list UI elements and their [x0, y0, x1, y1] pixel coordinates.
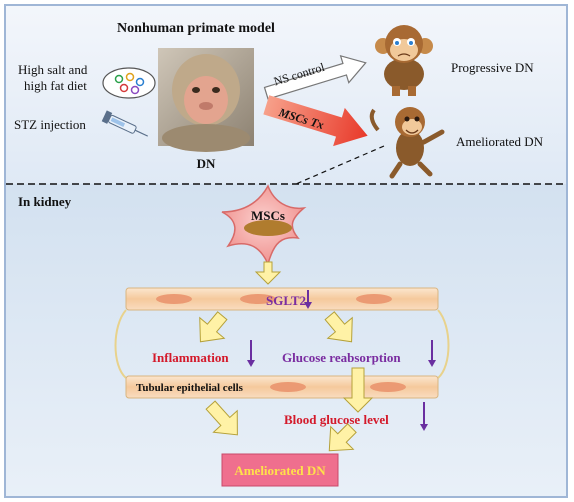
msc-nucleus	[244, 220, 292, 236]
cartoon-monkey-happy-icon	[369, 107, 445, 179]
cartoon-monkey-sad-icon	[375, 25, 433, 96]
blood-glucose-label: Blood glucose level	[284, 412, 389, 427]
outcome-label: Ameliorated DN	[234, 463, 326, 478]
diet-label-line2: high fat diet	[24, 78, 87, 93]
outcome-box	[221, 453, 339, 487]
top-panel	[6, 6, 566, 184]
glucose-down-arrowhead	[428, 360, 436, 367]
blood-glucose-down-arrowhead	[420, 424, 428, 431]
arrow-glucose-to-blood	[342, 367, 374, 413]
zoom-line	[295, 145, 385, 185]
arrow-sglt2-to-inflammation	[199, 311, 228, 343]
ns-control-arrow	[263, 54, 367, 100]
glucose-reabsorption-label: Glucose reabsorption	[282, 350, 401, 365]
sglt2-label: SGLT2	[266, 293, 306, 308]
tubular-label: Tubular epithelial cells	[136, 382, 244, 394]
in-kidney-label: In kidney	[18, 194, 72, 209]
syringe-icon	[101, 110, 149, 137]
tubule-top-wall	[114, 287, 450, 379]
inflammation-down-arrowhead	[247, 360, 255, 367]
arrow-sglt2-to-glucose	[324, 311, 353, 343]
model-title: Nonhuman primate model	[117, 21, 275, 36]
mscs-label: MSCs	[251, 208, 285, 223]
arrow-blood-to-outcome	[328, 423, 357, 452]
dn-label: DN	[197, 156, 216, 171]
diet-label-line1: High salt and	[18, 62, 88, 77]
diagram-canvas: Nonhuman primate model High salt and hig…	[6, 6, 566, 496]
ameliorated-label-top: Ameliorated DN	[456, 134, 544, 149]
arrow-inflammation-to-outcome	[205, 400, 238, 436]
figure-frame: Nonhuman primate model High salt and hig…	[4, 4, 568, 498]
stz-label: STZ injection	[14, 117, 86, 132]
monkey-photo	[158, 48, 254, 152]
mscs-tx-arrow	[263, 95, 368, 147]
sglt2-down-arrowhead	[304, 302, 312, 309]
inflammation-label: Inflammation	[152, 350, 229, 365]
progressive-label: Progressive DN	[451, 60, 534, 75]
diet-dish-icon	[102, 67, 156, 99]
arrow-mscs-to-sglt2	[254, 261, 282, 285]
